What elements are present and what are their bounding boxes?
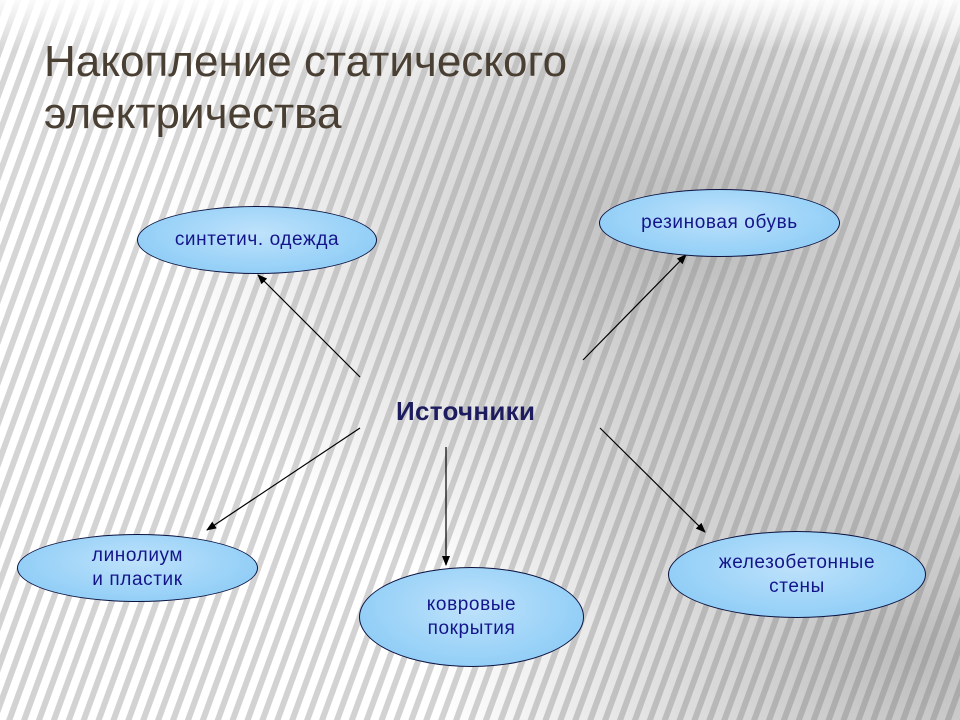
node-rubber-shoes: резиновая обувь: [599, 189, 840, 257]
node-label-line2: и пластик: [92, 569, 183, 590]
node-label-line2: стены: [769, 575, 825, 597]
node-label-line1: железобетонные: [718, 551, 876, 573]
node-linoleum-plastic: линолиум и пластик: [17, 534, 258, 602]
node-label-line1: линолиум: [91, 545, 184, 566]
node-label: резиновая обувь: [641, 212, 798, 233]
node-carpet-coverings: ковровые покрытия: [359, 567, 584, 667]
node-synthetic-clothing: синтетич. одежда: [137, 206, 377, 274]
node-label-line2: покрытия: [427, 618, 516, 639]
node-label: синтетич. одежда: [174, 229, 340, 250]
node-label-line1: ковровые: [426, 594, 517, 615]
title-line-1: Накопление статического: [44, 37, 568, 86]
center-label: Источники: [396, 396, 536, 426]
slide-title: Накопление статического электричества: [44, 36, 567, 140]
node-concrete-walls: железобетонные стены: [668, 531, 926, 618]
title-line-2: электричества: [44, 89, 342, 138]
